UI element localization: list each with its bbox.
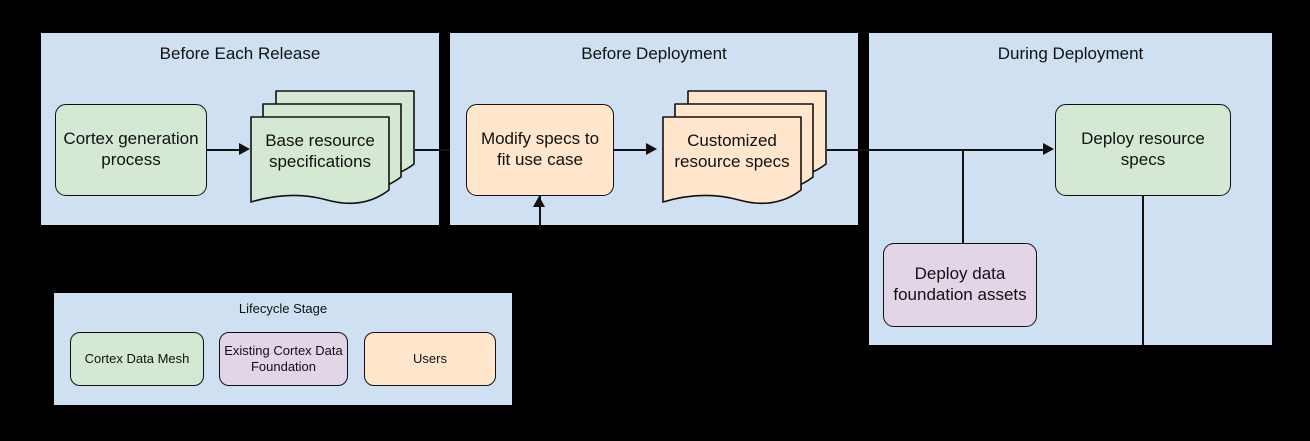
legend-item-label: Cortex Data Mesh xyxy=(84,350,190,366)
node-deploy-data-foundation-assets[interactable]: Deploy data foundation assets xyxy=(883,243,1037,327)
panel-title-before-deployment: Before Deployment xyxy=(581,44,727,63)
arrowhead-users-to-modifyspecs xyxy=(533,196,545,207)
connector-customized-to-deploy xyxy=(827,149,1044,151)
panel-title-before-each-release: Before Each Release xyxy=(159,44,321,63)
connector-modifyspecs-to-customized xyxy=(614,149,647,151)
node-deploy-resource-specs[interactable]: Deploy resource specs xyxy=(1055,104,1231,196)
node-customized-resource-specs[interactable]: Customized resource specs xyxy=(660,88,848,206)
legend-item-existing-cortex-data-foundation[interactable]: Existing Cortex Data Foundation xyxy=(219,332,348,386)
node-label: Cortex generation process xyxy=(63,129,199,169)
arrowhead-cortexgen-to-basespecs xyxy=(239,143,250,155)
legend-item-users[interactable]: Users xyxy=(364,332,496,386)
arrowhead-modifyspecs-to-customized xyxy=(646,143,657,155)
legend-item-label: Existing Cortex Data Foundation xyxy=(224,342,343,374)
connector-branch-to-datafoundation xyxy=(962,149,964,244)
panel-title-during-deployment: During Deployment xyxy=(997,44,1144,63)
node-cortex-generation-process[interactable]: Cortex generation process xyxy=(55,104,207,196)
node-label: Deploy data foundation assets xyxy=(893,264,1027,304)
node-label: Modify specs to fit use case xyxy=(480,129,600,169)
connector-cortexgen-to-basespecs xyxy=(207,149,240,151)
node-label: Deploy resource specs xyxy=(1081,129,1205,169)
connector-basespecs-to-modifyspecs xyxy=(415,149,458,151)
arrowhead-customized-to-deploy xyxy=(1043,143,1054,155)
legend-item-label: Users xyxy=(413,350,447,366)
connector-deploy-output xyxy=(1142,196,1144,345)
connector-users-to-modifyspecs xyxy=(539,196,541,230)
legend-item-cortex-data-mesh[interactable]: Cortex Data Mesh xyxy=(70,332,204,386)
node-base-resource-specifications[interactable]: Base resource specifications xyxy=(248,88,436,206)
legend-title: Lifecycle Stage xyxy=(238,301,328,316)
node-modify-specs-to-fit-use-case[interactable]: Modify specs to fit use case xyxy=(466,104,614,196)
